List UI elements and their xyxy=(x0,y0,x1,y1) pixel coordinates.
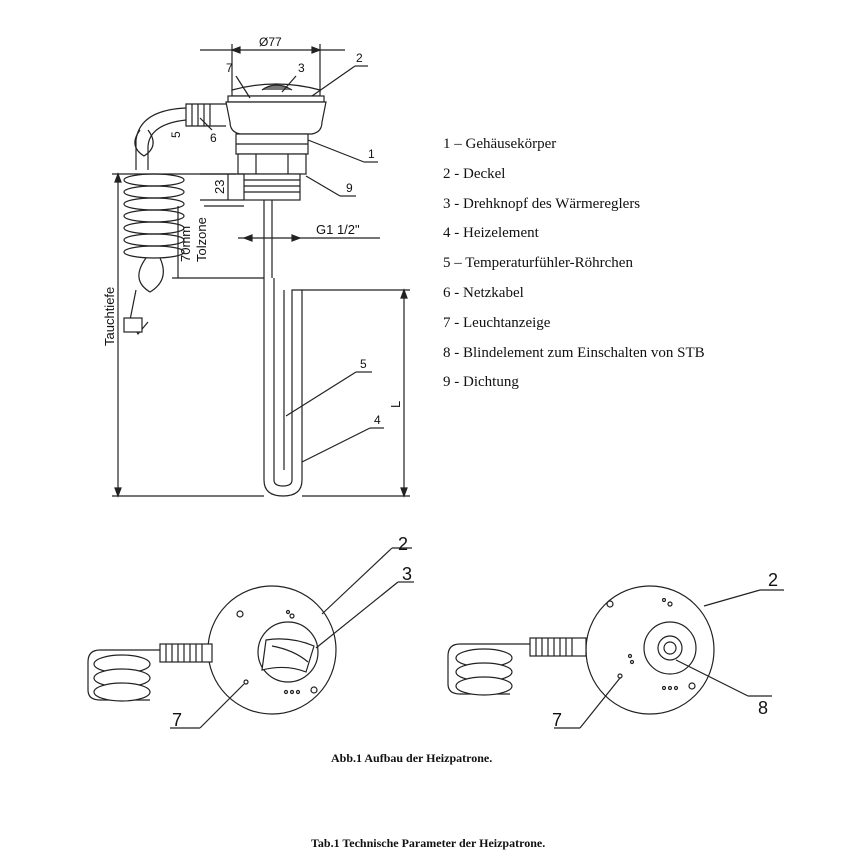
thread-label: G1 1/2" xyxy=(316,222,360,237)
callout-3-top: 3 xyxy=(298,61,305,75)
callout-3-left: 3 xyxy=(402,564,412,584)
legend-item-8: 8 - Blindelement zum Einschalten von STB xyxy=(443,344,705,361)
parts-legend: 1 – Gehäusekörper 2 - Deckel 3 - Drehkno… xyxy=(443,130,705,398)
callout-7-top: 7 xyxy=(226,61,233,75)
callout-4: 4 xyxy=(374,413,381,427)
callout-7-left: 7 xyxy=(172,710,182,730)
callout-2-top: 2 xyxy=(356,51,363,65)
legend-item-5: 5 – Temperaturfühler-Röhrchen xyxy=(443,255,633,272)
tolzone-label: Tolzone xyxy=(194,217,209,262)
top-view-right: 2 8 7 xyxy=(447,570,784,730)
callout-6: 6 xyxy=(210,131,217,145)
callout-5: 5 xyxy=(360,357,367,371)
legend-item-1: 1 – Gehäusekörper xyxy=(443,136,557,152)
legend-item-2: 2 - Deckel xyxy=(443,165,506,182)
tolzone-value: 70mm xyxy=(178,226,193,262)
offset-5-label: 5 xyxy=(169,131,183,138)
callout-9: 9 xyxy=(346,181,353,195)
immersion-depth-label: Tauchtiefe xyxy=(102,287,117,346)
cable-coil xyxy=(123,129,185,293)
callout-8: 8 xyxy=(758,698,768,718)
length-label: L xyxy=(388,401,403,408)
side-view: Ø77 G1 1/2" 23 xyxy=(102,35,410,498)
diameter-label: Ø77 xyxy=(259,35,282,49)
callout-1: 1 xyxy=(368,147,375,161)
callout-7-right: 7 xyxy=(552,710,562,730)
legend-item-7: 7 - Leuchtanzeige xyxy=(443,314,551,331)
legend-item-3: 3 - Drehknopf des Wärmereglers xyxy=(443,195,641,212)
legend-item-4: 4 - Heizelement xyxy=(443,225,539,242)
figure-caption: Abb.1 Aufbau der Heizpatrone. xyxy=(331,751,493,765)
callout-2-left: 2 xyxy=(398,534,408,554)
top-view-left: 2 3 7 xyxy=(87,534,414,730)
legend-item-6: 6 - Netzkabel xyxy=(443,284,524,301)
height-23-label: 23 xyxy=(212,180,227,194)
callout-2-right: 2 xyxy=(768,570,778,590)
legend-item-9: 9 - Dichtung xyxy=(443,374,519,391)
table-caption: Tab.1 Technische Parameter der Heizpatro… xyxy=(311,836,546,850)
